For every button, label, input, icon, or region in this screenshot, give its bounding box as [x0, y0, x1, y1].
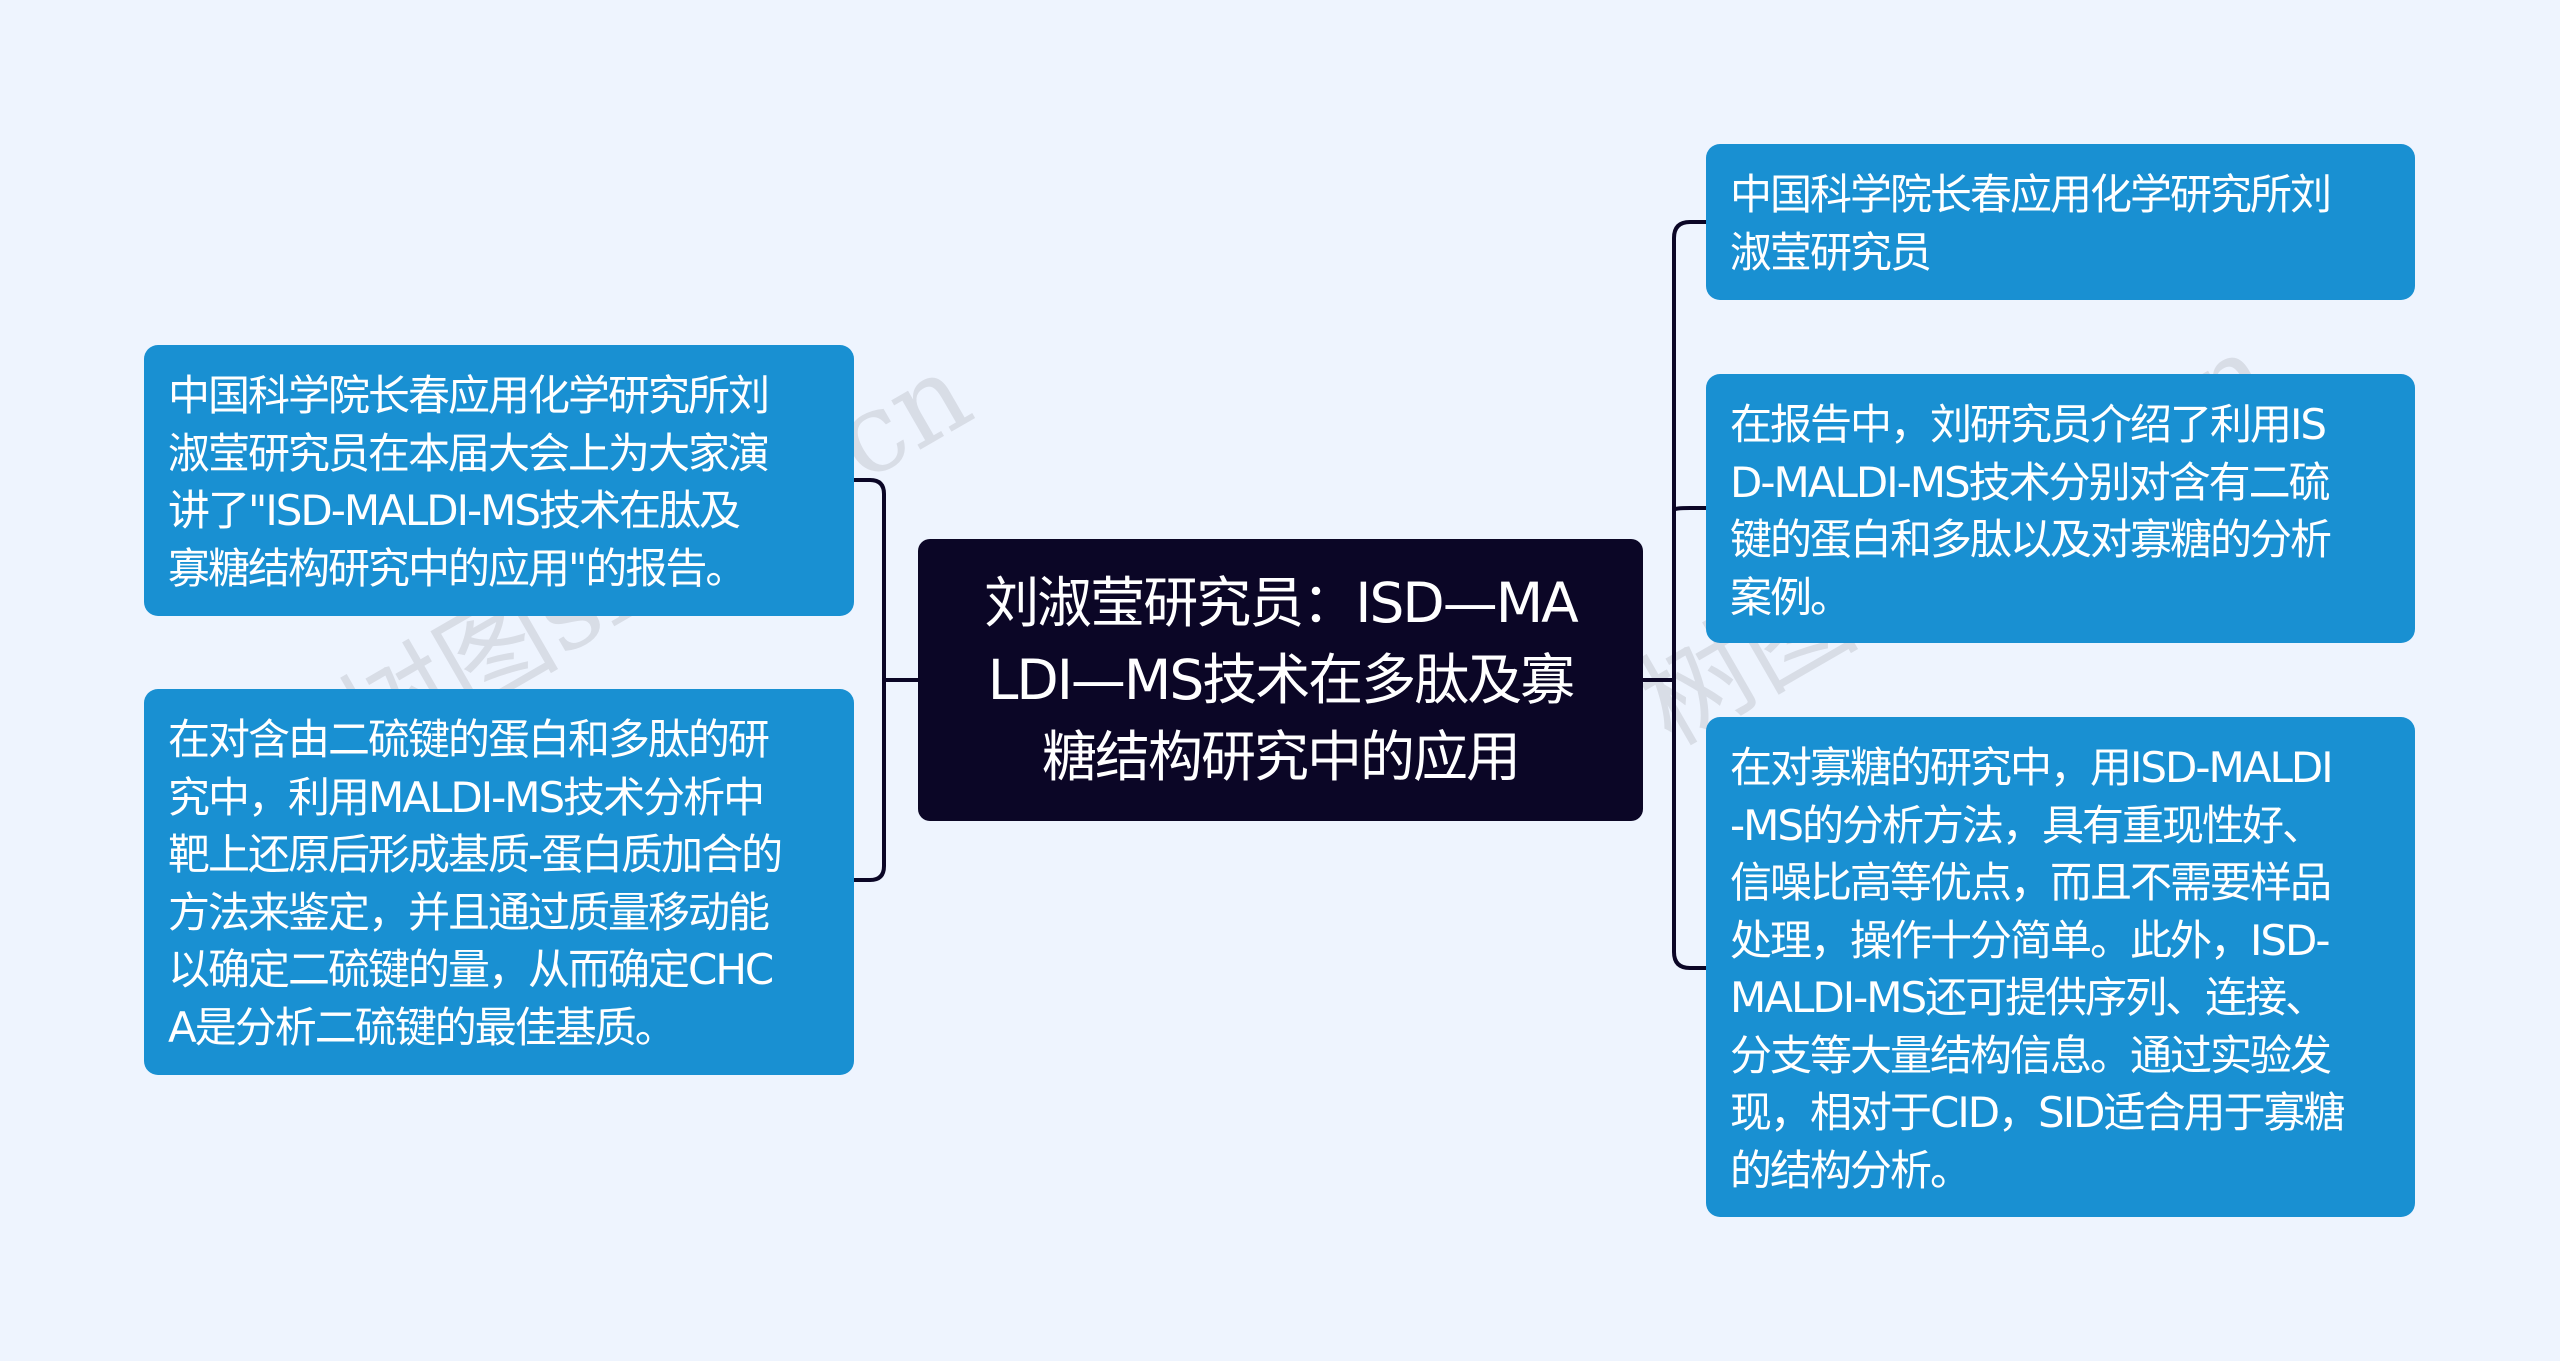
node-text-line: 信噪比高等优点，而且不需要样品	[1730, 858, 2332, 907]
right-node-2[interactable]: 在报告中，刘研究员介绍了利用IS D-MALDI-MS技术分别对含有二硫 键的蛋…	[1706, 374, 2415, 643]
node-text-line: 寡糖结构研究中的应用"的报告。	[168, 543, 747, 593]
left-node-2[interactable]: 在对含由二硫键的蛋白和多肽的研 究中，利用MALDI-MS技术分析中 靶上还原后…	[144, 689, 854, 1075]
node-text-line: 的结构分析。	[1730, 1145, 1972, 1195]
node-text-line: 案例。	[1730, 572, 1852, 622]
node-text-line: 究中，利用MALDI-MS技术分析中	[168, 772, 765, 822]
node-text-line: -MS的分析方法，具有重现性好、	[1730, 800, 2324, 850]
node-text-line: 讲了"ISD-MALDI-MS技术在肽及	[168, 486, 741, 535]
node-text-line: 淑莹研究员在本届大会上为大家演	[168, 428, 770, 478]
node-text-line: A是分析二硫键的最佳基质。	[168, 1002, 677, 1052]
node-text-line: 处理，操作十分简单。此外，ISD-	[1730, 915, 2331, 965]
connector-right	[1643, 220, 1706, 970]
right-node-3[interactable]: 在对寡糖的研究中，用ISD-MALDI -MS的分析方法，具有重现性好、 信噪比…	[1706, 717, 2415, 1217]
node-text-line: 在报告中，刘研究员介绍了利用IS	[1730, 400, 2327, 449]
node-text-line: 中国科学院长春应用化学研究所刘	[168, 371, 770, 420]
central-topic-line: 刘淑莹研究员：ISD—MA	[984, 570, 1579, 635]
central-topic[interactable]: 刘淑莹研究员：ISD—MA LDI—MS技术在多肽及寡 糖结构研究中的应用	[918, 539, 1643, 821]
node-text-line: 在对含由二硫键的蛋白和多肽的研	[168, 715, 770, 764]
left-node-1[interactable]: 中国科学院长春应用化学研究所刘 淑莹研究员在本届大会上为大家演 讲了"ISD-M…	[144, 345, 854, 616]
connector-left	[854, 478, 918, 882]
central-topic-line: LDI—MS技术在多肽及寡	[987, 647, 1576, 712]
node-text-line: 键的蛋白和多肽以及对寡糖的分析	[1730, 515, 2332, 564]
node-text-line: 现，相对于CID，SID适合用于寡糖	[1730, 1088, 2345, 1137]
right-node-1[interactable]: 中国科学院长春应用化学研究所刘 淑莹研究员	[1706, 144, 2415, 300]
node-text-line: 靶上还原后形成基质-蛋白质加合的	[168, 830, 783, 879]
node-text-line: D-MALDI-MS技术分别对含有二硫	[1730, 457, 2331, 507]
node-text-line: MALDI-MS还可提供序列、连接、	[1730, 973, 2327, 1022]
node-text-line: 分支等大量结构信息。通过实验发	[1730, 1030, 2332, 1080]
node-text-line: 以确定二硫键的量，从而确定CHC	[168, 945, 774, 994]
node-text-line: 方法来鉴定，并且通过质量移动能	[168, 887, 770, 937]
central-topic-line: 糖结构研究中的应用	[1041, 724, 1521, 789]
node-text-line: 中国科学院长春应用化学研究所刘	[1730, 170, 2332, 219]
node-text-line: 在对寡糖的研究中，用ISD-MALDI	[1730, 743, 2334, 792]
node-text-line: 淑莹研究员	[1730, 227, 1932, 277]
